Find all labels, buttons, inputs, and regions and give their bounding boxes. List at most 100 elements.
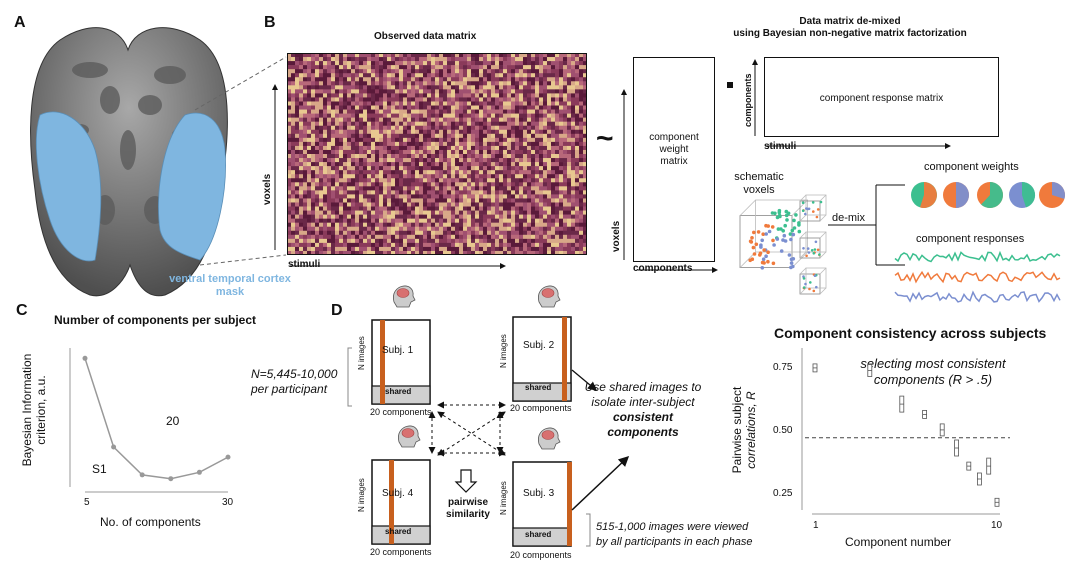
- heatmap-cell: [459, 206, 464, 211]
- heatmap-cell: [355, 178, 360, 183]
- heatmap-cell: [543, 218, 548, 223]
- heatmap-cell: [371, 234, 376, 240]
- heatmap-cell: [523, 242, 528, 248]
- heatmap-cell: [547, 202, 552, 207]
- heatmap-cell: [555, 109, 560, 114]
- heatmap-cell: [387, 65, 392, 70]
- heatmap-cell: [315, 77, 320, 82]
- heatmap-cell: [295, 214, 300, 219]
- bic-xlabel: No. of components: [100, 515, 201, 529]
- heatmap-cell: [367, 214, 372, 219]
- heatmap-cell: [503, 194, 508, 199]
- heatmap-cell: [583, 214, 587, 219]
- heatmap-cell: [407, 61, 412, 66]
- heatmap-cell: [327, 89, 332, 94]
- heatmap-cell: [463, 109, 468, 114]
- heatmap-cell: [351, 242, 356, 248]
- heatmap-cell: [555, 202, 560, 207]
- heatmap-cell: [331, 141, 336, 147]
- heatmap-cell: [395, 250, 400, 255]
- heatmap-cell: [363, 117, 368, 122]
- heatmap-cell: [351, 250, 356, 255]
- heatmap-cell: [347, 65, 352, 70]
- heatmap-cell: [515, 121, 520, 127]
- heatmap-cell: [551, 149, 556, 155]
- heatmap-cell: [451, 65, 456, 70]
- observed-data-heatmap: [287, 53, 587, 255]
- heatmap-cell: [475, 222, 480, 228]
- heatmap-cell: [467, 93, 472, 98]
- heatmap-cell: [407, 198, 412, 203]
- heatmap-cell: [307, 234, 312, 240]
- heatmap-cell: [531, 210, 536, 215]
- heatmap-cell: [507, 170, 512, 175]
- heatmap-cell: [367, 226, 372, 232]
- heatmap-cell: [419, 246, 424, 252]
- component-bar: [389, 460, 394, 544]
- heatmap-cell: [535, 53, 540, 58]
- heatmap-cell: [419, 137, 424, 143]
- heatmap-cell: [375, 137, 380, 143]
- heatmap-cell: [347, 97, 352, 102]
- heatmap-cell: [551, 238, 556, 244]
- heatmap-cell: [519, 198, 524, 203]
- subj1-label: Subj. 1: [382, 345, 414, 356]
- heatmap-cell: [407, 105, 412, 110]
- heatmap-cell: [479, 230, 484, 236]
- heatmap-cell: [583, 238, 587, 244]
- heatmap-cell: [515, 101, 520, 106]
- heatmap-cell: [511, 178, 516, 183]
- heatmap-cell: [387, 194, 392, 199]
- heatmap-cell: [563, 190, 568, 195]
- heatmap-cell: [331, 170, 336, 175]
- heatmap-cell: [487, 210, 492, 215]
- heatmap-cell: [535, 190, 540, 195]
- voxel-point: [758, 253, 762, 257]
- heatmap-cell: [503, 186, 508, 191]
- heatmap-cell: [383, 121, 388, 127]
- heatmap-cell: [503, 162, 508, 167]
- heatmap-cell: [479, 101, 484, 106]
- heatmap-cell: [515, 129, 520, 135]
- heatmap-cell: [511, 89, 516, 94]
- heatmap-cell: [399, 145, 404, 151]
- heatmap-cell: [287, 77, 292, 82]
- heatmap-cell: [299, 105, 304, 110]
- heatmap-cell: [467, 250, 472, 255]
- heatmap-cell: [519, 222, 524, 228]
- heatmap-cell: [515, 93, 520, 98]
- heatmap-cell: [319, 210, 324, 215]
- heatmap-cell: [327, 250, 332, 255]
- heatmap-cell: [419, 53, 424, 58]
- heatmap-cell: [535, 137, 540, 143]
- heatmap-cell: [327, 97, 332, 102]
- heatmap-cell: [291, 89, 296, 94]
- heatmap-cell: [495, 186, 500, 191]
- heatmap-cell: [375, 158, 380, 163]
- heatmap-cell: [535, 149, 540, 155]
- heatmap-cell: [323, 190, 328, 195]
- heatmap-cell: [315, 89, 320, 94]
- small-voxel-point: [818, 253, 821, 256]
- heatmap-cell: [451, 194, 456, 199]
- heatmap-cell: [459, 250, 464, 255]
- heatmap-cell: [391, 198, 396, 203]
- heatmap-cell: [399, 65, 404, 70]
- heatmap-cell: [507, 89, 512, 94]
- heatmap-cell: [543, 61, 548, 66]
- heatmap-cell: [475, 178, 480, 183]
- heatmap-cell: [439, 214, 444, 219]
- heatmap-cell: [471, 81, 476, 86]
- heatmap-cell: [519, 121, 524, 127]
- heatmap-cell: [315, 93, 320, 98]
- heatmap-cell: [359, 121, 364, 127]
- heatmap-cell: [323, 178, 328, 183]
- heatmap-cell: [391, 117, 396, 122]
- heatmap-cell: [547, 105, 552, 110]
- heatmap-cell: [303, 198, 308, 203]
- heatmap-cell: [579, 133, 584, 139]
- heatmap-cell: [467, 182, 472, 187]
- heatmap-cell: [403, 89, 408, 94]
- heatmap-cell: [371, 206, 376, 211]
- heatmap-cell: [491, 226, 496, 232]
